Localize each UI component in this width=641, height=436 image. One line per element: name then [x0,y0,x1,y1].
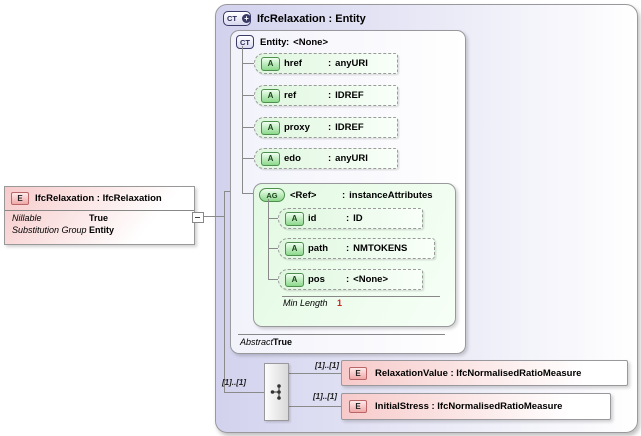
footer-separator [238,334,445,335]
connector-line [224,191,230,192]
element-icon: E [349,366,367,380]
entity-type: <None> [293,36,329,48]
attribute-type: ID [353,213,363,224]
attribute-icon: A [261,56,280,71]
property-row: Nillable True [5,213,194,225]
connector-line [224,392,264,393]
attribute-type: <None> [353,274,389,285]
attribute-name: id [308,213,317,224]
attribute-separator: : [346,243,350,254]
connector-line [242,46,243,193]
connector-line [224,191,225,392]
connector-line [268,279,278,280]
complextype-icon-label: CT [227,14,237,23]
attribute-group-type: instanceAttributes [349,189,433,201]
connector-line [201,216,224,217]
attribute-group-icon: AG [259,188,285,202]
attribute-name: ref [284,90,297,101]
attribute-separator: : [328,153,332,164]
attribute-type: anyURI [335,153,368,164]
element-title: InitialStress : IfcNormalisedRatioMeasur… [375,401,563,412]
collapse-toggle[interactable] [192,212,204,223]
abstract-value: True [273,337,293,347]
attribute-separator: : [328,90,332,101]
facet-value: 1 [337,298,343,308]
attribute-proxy[interactable]: A proxy : IDREF [254,117,398,138]
property-label: Substitution Group [12,225,87,235]
attribute-name: href [284,58,302,69]
attribute-name: proxy [284,122,310,133]
connector-line [268,218,278,219]
attribute-name: pos [308,274,325,285]
attribute-id[interactable]: A id : ID [278,208,423,229]
property-row: Substitution Group Entity [5,225,194,237]
left-element-properties: Nillable True Substitution Group Entity [5,210,194,237]
complextype-icon: CT [236,35,254,49]
attribute-path[interactable]: A path : NMTOKENS [278,238,435,259]
minus-icon [195,216,200,218]
container-title: IfcRelaxation : Entity [257,12,366,25]
element-box-relaxationvalue[interactable]: E RelaxationValue : IfcNormalisedRatioMe… [341,360,628,386]
attribute-name: edo [284,153,301,164]
cardinality-label: [1]..[1] [315,361,339,370]
attribute-type: anyURI [335,58,368,69]
attribute-group-name: <Ref> [290,189,317,201]
connector-line [242,95,254,96]
attribute-icon: A [261,151,280,166]
attribute-group-header: AG <Ref> : instanceAttributes [254,184,455,202]
connector-line [268,199,269,280]
cardinality-label: [1]..[1] [313,392,337,401]
attribute-ref[interactable]: A ref : IDREF [254,85,398,106]
attribute-icon: A [285,211,304,226]
connector-line [242,63,254,64]
cardinality-label: [1]..[1] [222,378,246,387]
attribute-href[interactable]: A href : anyURI [254,53,398,74]
connector-line [289,406,341,407]
element-box-initialstress[interactable]: E InitialStress : IfcNormalisedRatioMeas… [341,393,611,420]
left-element-title: IfcRelaxation : IfcRelaxation [35,193,162,204]
complextype-plus-icon: CT + [223,11,251,26]
container-header: CT + IfcRelaxation : Entity [223,11,366,26]
sequence-icon [270,384,281,400]
left-element-header: E IfcRelaxation : IfcRelaxation [5,187,194,205]
attribute-name: path [308,243,329,254]
sequence-compositor[interactable] [264,363,289,421]
connector-line [242,127,254,128]
facet-separator [282,296,440,297]
entity-separator: : [286,36,290,48]
attribute-separator: : [328,122,332,133]
connector-line [268,248,278,249]
connector-line [242,158,254,159]
property-value: Entity [89,225,115,235]
element-title: RelaxationValue : IfcNormalisedRatioMeas… [375,367,582,379]
attribute-separator: : [346,274,350,285]
facet-label: Min Length [283,298,328,308]
plus-badge: + [242,14,251,23]
property-value: True [89,213,109,223]
attribute-type: IDREF [335,122,364,133]
attribute-pos[interactable]: A pos : <None> [278,269,423,290]
attribute-icon: A [261,120,280,135]
element-icon: E [349,400,367,413]
connector-line [242,193,253,194]
attribute-group-separator: : [342,189,346,201]
property-label: Nillable [12,213,42,223]
element-box-ifcrelaxation[interactable]: E IfcRelaxation : IfcRelaxation Nillable… [4,186,195,245]
entity-header: CT Entity : <None> [231,31,465,49]
attribute-edo[interactable]: A edo : anyURI [254,148,398,169]
attribute-type: IDREF [335,90,364,101]
connector-line [289,373,341,374]
attribute-separator: : [346,213,350,224]
attribute-separator: : [328,58,332,69]
attribute-icon: A [261,88,280,103]
entity-name: Entity [260,36,287,48]
abstract-label: Abstract [240,337,274,347]
attribute-type: NMTOKENS [353,243,408,254]
attribute-icon: A [285,272,304,287]
attribute-icon: A [285,241,304,256]
element-icon: E [11,192,29,205]
